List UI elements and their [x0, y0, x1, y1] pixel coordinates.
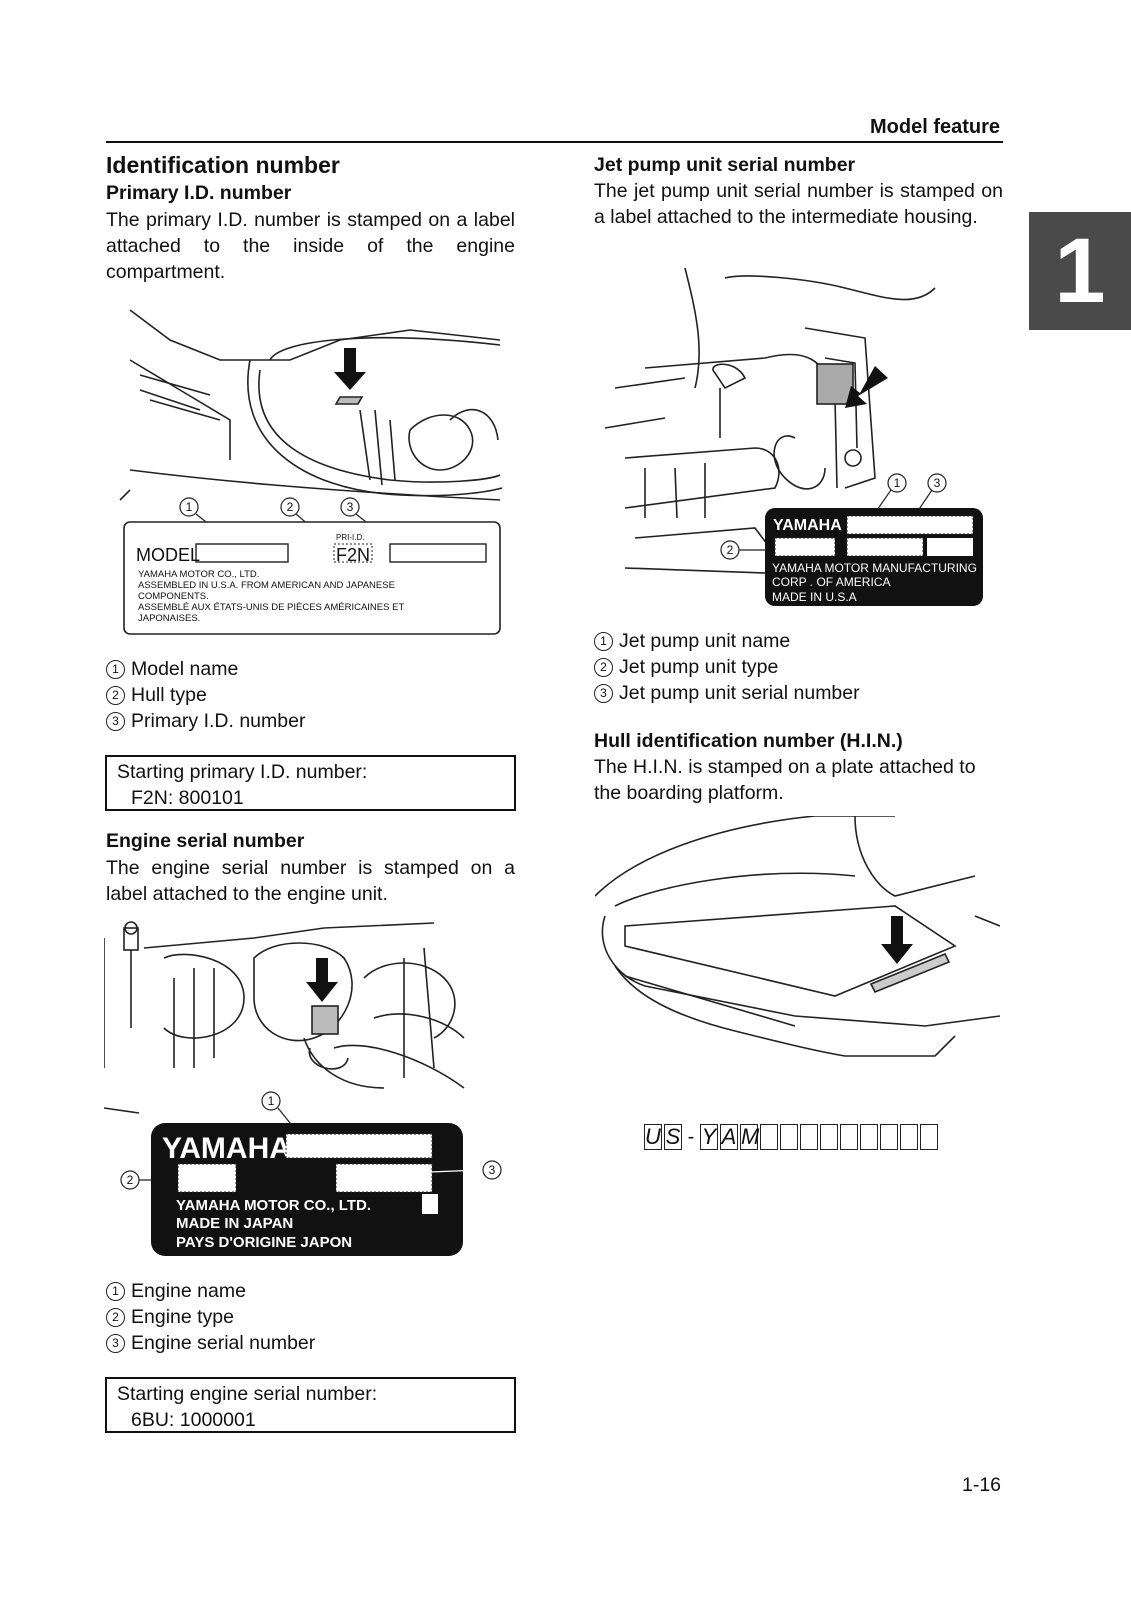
label-pri-id-text: PRI-I.D.: [336, 533, 364, 542]
engine-label-line-1: YAMAHA MOTOR CO., LTD.: [176, 1197, 371, 1214]
starting-primary-id-box: Starting primary I.D. number: F2N: 80010…: [105, 755, 516, 811]
callout-2: 2: [287, 500, 294, 514]
running-header: Model feature: [870, 116, 1001, 138]
header-rule: [106, 141, 1003, 143]
callout-1: 1: [268, 1094, 275, 1108]
primary-id-heading: Primary I.D. number: [106, 182, 292, 204]
hin-blank: [860, 1124, 878, 1150]
label-line-2: ASSEMBLED IN U.S.A. FROM AMERICAN AND JA…: [138, 580, 395, 591]
hin-plate: U S - Y A M: [644, 1124, 940, 1150]
callout-3: 3: [934, 476, 941, 490]
chapter-tab: 1: [1029, 212, 1131, 330]
callout-1: 1: [894, 476, 901, 490]
callout-3: 3: [347, 500, 354, 514]
hin-heading: Hull identification number (H.I.N.): [594, 730, 903, 752]
jet-brand: YAMAHA: [773, 517, 842, 534]
engine-serial-heading: Engine serial number: [106, 830, 305, 852]
engine-callout-3: 3: [429, 1160, 502, 1180]
engine-unit-illustration: 1 2 YAMAHA YAMAHA MOTOR CO., LTD. MADE I…: [104, 921, 465, 1256]
hin-char: S: [664, 1124, 682, 1150]
jet-label-line-2: CORP . OF AMERICA: [772, 575, 890, 589]
starting-engine-serial-box: Starting engine serial number: 6BU: 1000…: [105, 1377, 516, 1433]
hin-blank: [900, 1124, 918, 1150]
yamaha-brand: YAMAHA: [162, 1132, 291, 1165]
label-line-5: JAPONAISES.: [138, 613, 200, 624]
page-number: 1-16: [962, 1474, 1002, 1496]
engine-compartment-illustration: 1 2 3 MODEL PRI-I.D. F2N YAMAHA MOTOR CO…: [119, 309, 503, 635]
hin-char: U: [644, 1124, 662, 1150]
hin-dash: -: [687, 1125, 695, 1148]
primary-id-text: The primary I.D. number is stamped on a …: [106, 209, 515, 283]
jet-pump-heading: Jet pump unit serial number: [594, 154, 856, 176]
hin-blank: [800, 1124, 818, 1150]
jet-label-line-3: MADE IN U.S.A: [772, 590, 857, 604]
hin-char: A: [720, 1124, 738, 1150]
hin-blank: [880, 1124, 898, 1150]
engine-label-line-2: MADE IN JAPAN: [176, 1215, 293, 1232]
hin-char: M: [740, 1124, 760, 1150]
boarding-platform-illustration: [595, 816, 1000, 1057]
hin-blank: [920, 1124, 938, 1150]
label-hull-code: F2N: [336, 545, 370, 565]
callout-2: 2: [127, 1173, 134, 1187]
svg-text:3: 3: [489, 1163, 496, 1177]
label-line-4: ASSEMBLÉ AUX ÉTATS-UNIS DE PIÈCES AMÉRIC…: [138, 602, 404, 613]
jet-pump-text: The jet pump unit serial number is stamp…: [594, 180, 1003, 228]
jet-label-line-1: YAMAHA MOTOR MANUFACTURING: [772, 561, 977, 575]
engine-serial-text: The engine serial number is stamped on a…: [106, 857, 515, 905]
section-title: Identification number: [106, 152, 340, 178]
callout-1: 1: [186, 500, 193, 514]
engine-label-line-3: PAYS D'ORIGINE JAPON: [176, 1234, 352, 1251]
label-line-1: YAMAHA MOTOR CO., LTD.: [138, 569, 259, 580]
label-model-text: MODEL: [136, 545, 200, 565]
hin-blank: [780, 1124, 798, 1150]
callout-2: 2: [727, 543, 734, 557]
hin-blank: [840, 1124, 858, 1150]
label-line-3: COMPONENTS.: [138, 591, 209, 602]
hin-blank: [820, 1124, 838, 1150]
hin-text: The H.I.N. is stamped on a plate attache…: [594, 756, 976, 804]
hin-char: Y: [700, 1124, 718, 1150]
hin-blank: [760, 1124, 778, 1150]
jet-pump-illustration: 1 3 2 YAMAHA YAMAHA MOTOR MANUFACTURING …: [605, 268, 983, 606]
